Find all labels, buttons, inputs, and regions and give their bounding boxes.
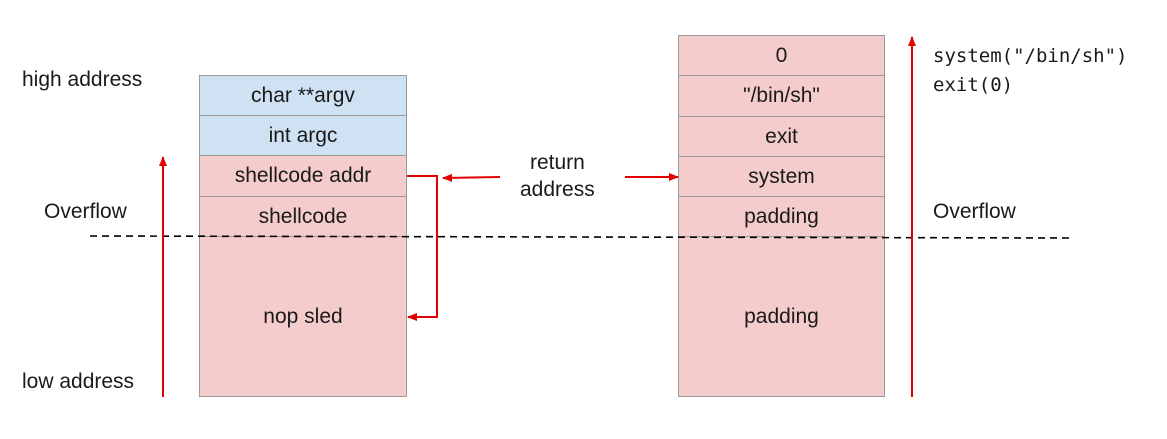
right-cell-system: system [679,157,884,197]
overflow-left-label: Overflow [44,200,127,223]
right-cell-zero: 0 [679,36,884,76]
low-address-label: low address [22,370,135,393]
code-line-exit: exit(0) [933,74,1014,96]
left-stack: char **argv int argc shellcode addr shel… [199,75,407,397]
left-cell-shellcode: shellcode [200,197,406,237]
high-address-label: high address [22,68,143,91]
left-cell-shellcode-addr: shellcode addr [200,156,406,197]
right-stack: 0 "/bin/sh" exit system padding padding [678,35,885,397]
left-cell-argv: char **argv [200,76,406,116]
right-cell-padding-2: padding [679,237,884,396]
overflow-boundary-dashed-line [89,235,1071,239]
right-cell-exit: exit [679,117,884,157]
address-label: address [520,178,595,201]
shellcode-addr-pointer-arrow [407,175,438,321]
left-cell-argc: int argc [200,116,406,156]
code-line-system: system("/bin/sh") [933,45,1128,67]
left-cell-nop-sled: nop sled [200,237,406,396]
return-address-left-arrow [442,173,501,182]
return-label: return [530,151,585,174]
right-cell-padding-1: padding [679,197,884,237]
right-cell-bin-sh: "/bin/sh" [679,76,884,117]
overflow-right-label: Overflow [933,200,1016,223]
